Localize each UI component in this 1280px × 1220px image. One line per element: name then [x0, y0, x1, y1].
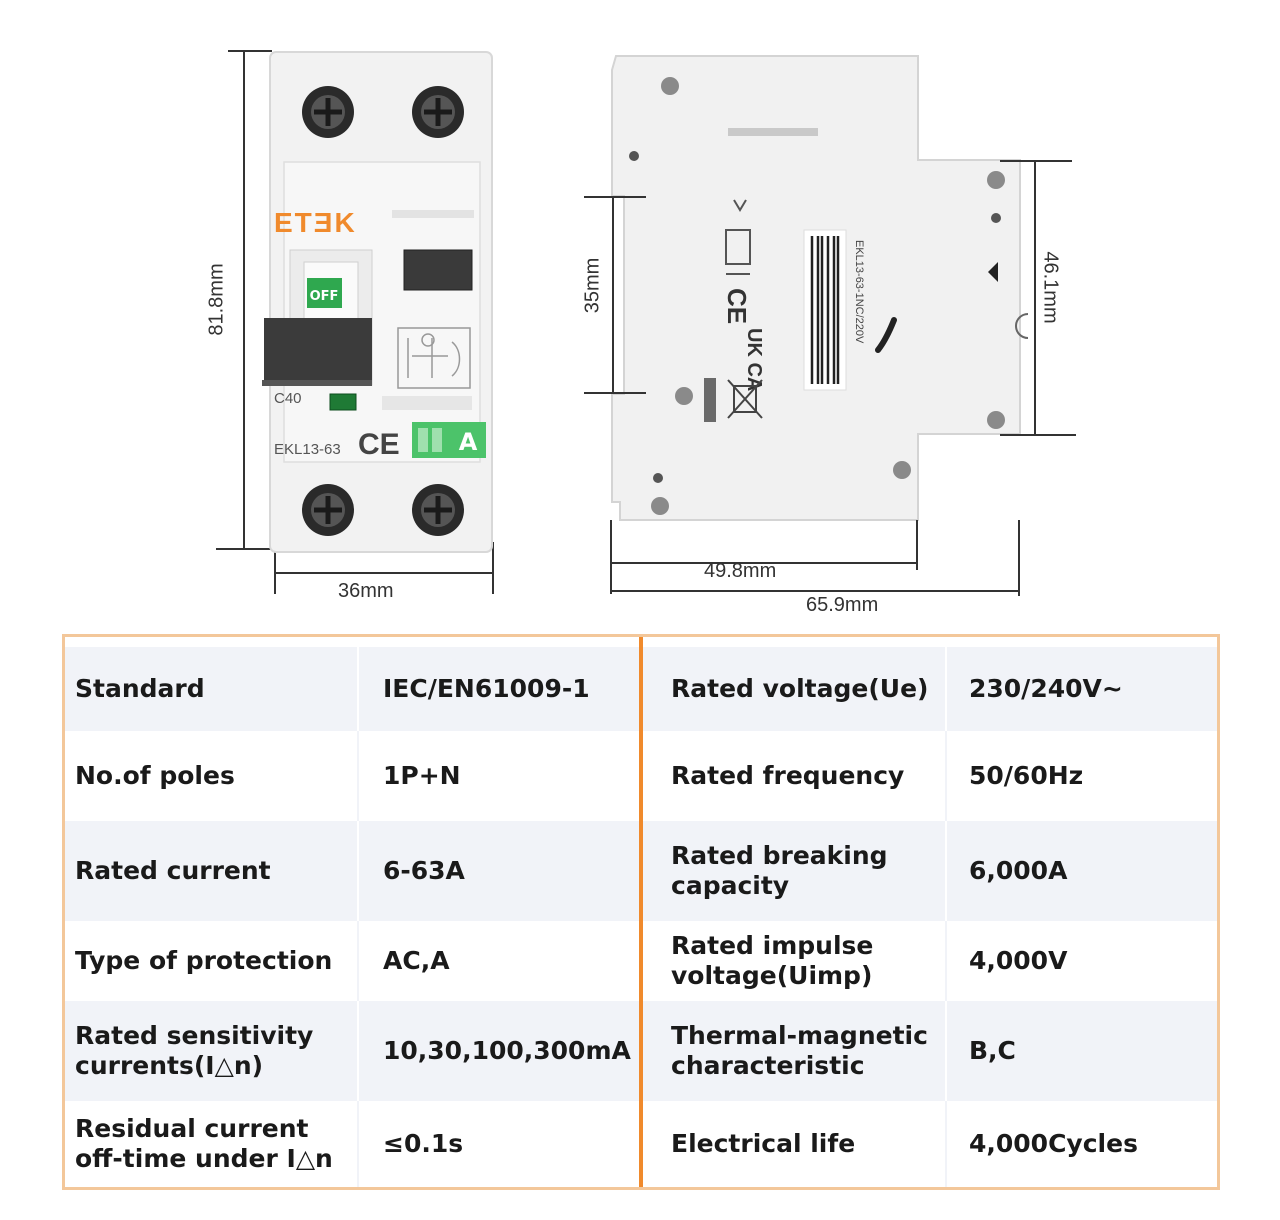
height-dim-line: [243, 50, 245, 550]
barcode-icon: [803, 229, 847, 391]
ukca-mark: UK CA: [743, 328, 765, 391]
spec-value: AC,A: [357, 921, 639, 1001]
spec-row: Rated current 6-63A: [65, 821, 639, 921]
width-dim-left-tick: [274, 542, 276, 594]
spec-row: Rated voltage(Ue) 230/240V~: [643, 647, 1217, 731]
spec-value: 10,30,100,300mA: [357, 1001, 639, 1101]
total-dim-line: [612, 590, 1020, 592]
depth-dim-top-tick: [1000, 160, 1072, 162]
svg-text:EKL13-63: EKL13-63: [274, 441, 341, 458]
total-dim-left-tick: [610, 520, 612, 594]
spec-label: Rated current: [75, 856, 271, 885]
spec-table: Standard IEC/EN61009-1 No.of poles 1P+N …: [62, 634, 1220, 1190]
status-window: [329, 393, 357, 411]
rail-dim-top-tick: [584, 196, 646, 198]
spec-table-right: Rated voltage(Ue) 230/240V~ Rated freque…: [643, 637, 1217, 1187]
installation-symbol-icon: [725, 199, 751, 275]
total-dim-right-tick: [1018, 520, 1020, 596]
bottom-terminal-right-icon: [412, 484, 464, 536]
depth-dim-label: 46.1mm: [1039, 251, 1062, 324]
spec-value: 6-63A: [357, 821, 639, 921]
spec-row: Standard IEC/EN61009-1: [65, 647, 639, 731]
total-dim-label: 65.9mm: [806, 594, 879, 616]
spec-value: B,C: [945, 1001, 1217, 1101]
height-dim-label: 81.8mm: [205, 263, 228, 336]
spec-value: 4,000V: [945, 921, 1217, 1001]
ce-mark: CE: [358, 428, 400, 461]
switch-handle: [264, 318, 372, 380]
spec-label: Rated sensitivity currents(I△n): [75, 1021, 314, 1080]
rail-dim-line: [612, 196, 614, 394]
spec-label: Thermal-magnetic characteristic: [671, 1021, 928, 1080]
width-dim-label: 36mm: [338, 580, 394, 602]
spec-value: IEC/EN61009-1: [357, 647, 639, 731]
spec-label: Rated impulse voltage(Uimp): [671, 931, 874, 990]
svg-text:EKL13-63-1NC/220V: EKL13-63-1NC/220V: [853, 240, 865, 344]
circuit-diagram-icon: [397, 327, 471, 389]
spec-label: No.of poles: [75, 761, 235, 790]
side-ce-mark: CE: [722, 288, 752, 324]
test-button: [403, 249, 473, 291]
side-view-device: EKL13-63-1NC/220V CE UK CA: [611, 55, 1028, 521]
spec-label: Type of protection: [75, 946, 333, 975]
bottom-terminal-left-icon: [302, 484, 354, 536]
weee-bin-icon: [727, 379, 763, 419]
spec-label: Rated voltage(Ue): [671, 674, 929, 703]
brand-logo: ETƎK: [274, 207, 357, 238]
spec-row: No.of poles 1P+N: [65, 731, 639, 821]
spec-label: Electrical life: [671, 1129, 856, 1158]
spec-label: Rated frequency: [671, 761, 905, 790]
spec-value: 1P+N: [357, 731, 639, 821]
spec-value: 6,000A: [945, 821, 1217, 921]
spec-row: Residual current off-time under I△n ≤0.1…: [65, 1101, 639, 1187]
top-terminal-left-icon: [302, 86, 354, 138]
spec-row: Thermal-magnetic characteristic B,C: [643, 1001, 1217, 1101]
spec-row: Type of protection AC,A: [65, 921, 639, 1001]
depth-dim-bottom-tick: [1000, 434, 1076, 436]
spec-label: Residual current off-time under I△n: [75, 1114, 333, 1173]
rail-dim-bottom-tick: [584, 392, 646, 394]
spec-label: Rated breaking capacity: [671, 841, 888, 900]
front-view-device: ETƎK OFF C40 EKL13-63 CE A: [262, 51, 493, 553]
spec-value: ≤0.1s: [357, 1101, 639, 1187]
body-dim-line: [612, 562, 918, 564]
height-dim-bottom-tick: [216, 548, 272, 550]
spec-table-divider: [639, 637, 643, 1187]
top-terminal-right-icon: [412, 86, 464, 138]
body-dim-right-tick: [916, 520, 918, 570]
width-dim-right-tick: [492, 542, 494, 594]
svg-text:OFF: OFF: [310, 289, 339, 304]
spec-row: Rated frequency 50/60Hz: [643, 731, 1217, 821]
spec-table-left: Standard IEC/EN61009-1 No.of poles 1P+N …: [65, 637, 639, 1187]
width-dim-line: [274, 572, 494, 574]
height-dim-top-tick: [228, 50, 272, 52]
spec-label: Standard: [75, 674, 205, 703]
svg-text:C40: C40: [274, 390, 302, 407]
off-indicator: [307, 278, 342, 308]
spec-row: Rated impulse voltage(Uimp) 4,000V: [643, 921, 1217, 1001]
depth-dim-line: [1034, 160, 1036, 436]
body-dim-label: 49.8mm: [704, 560, 777, 582]
spec-value: 230/240V~: [945, 647, 1217, 731]
svg-text:A: A: [459, 428, 478, 456]
spec-value: 4,000Cycles: [945, 1101, 1217, 1187]
spec-row: Electrical life 4,000Cycles: [643, 1101, 1217, 1187]
spec-row: Rated breaking capacity 6,000A: [643, 821, 1217, 921]
spec-value: 50/60Hz: [945, 731, 1217, 821]
rail-dim-label: 35mm: [581, 257, 604, 314]
spec-row: Rated sensitivity currents(I△n) 10,30,10…: [65, 1001, 639, 1101]
